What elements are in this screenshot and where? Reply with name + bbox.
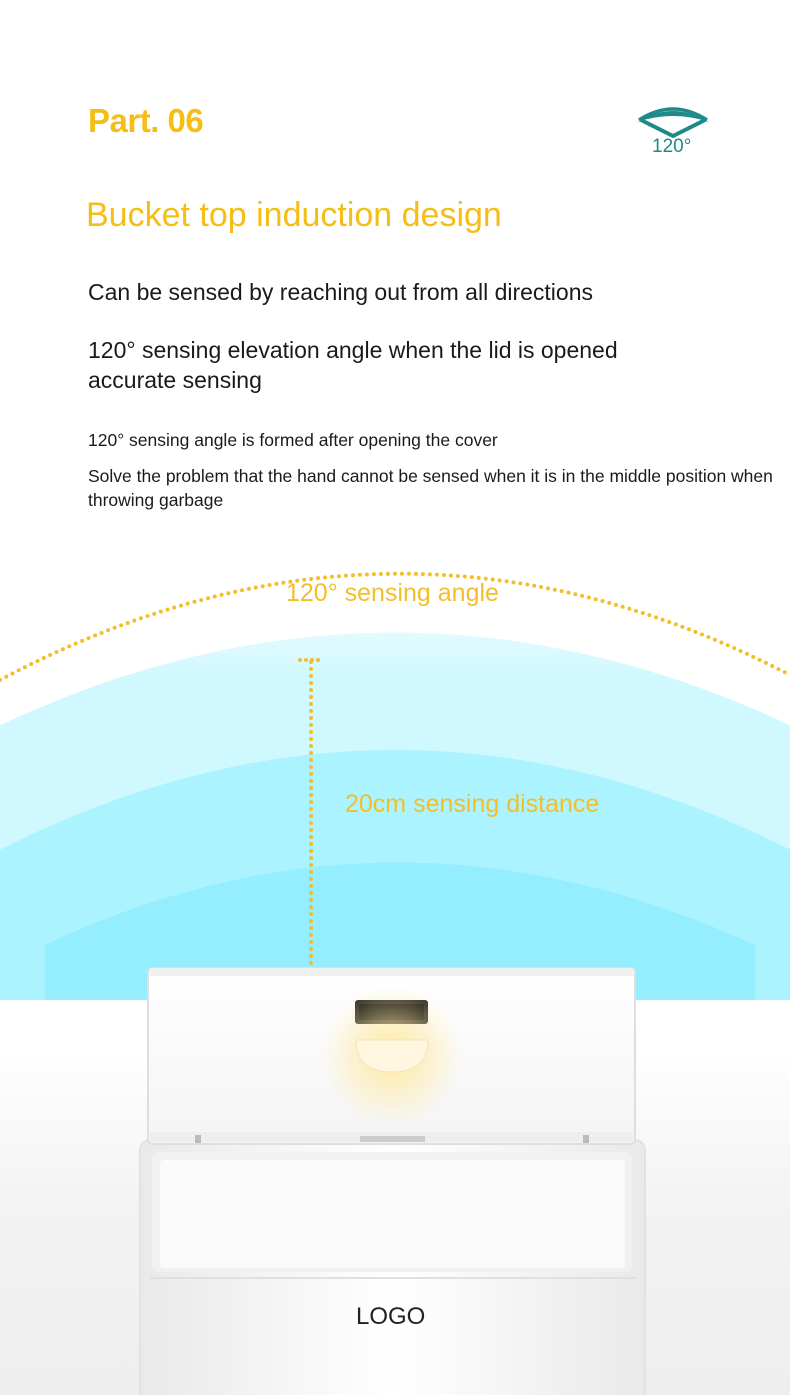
sensing-distance-label: 20cm sensing distance: [345, 790, 600, 818]
part-label: Part. 06: [88, 102, 204, 139]
section-heading: Bucket top induction design: [86, 196, 502, 234]
beam-ring-inner: [45, 862, 755, 1000]
sensor-light: [355, 1039, 429, 1073]
angle-icon-label: 120°: [652, 136, 692, 157]
feature-line-2a: 120° sensing elevation angle when the li…: [88, 337, 618, 363]
feature-line-2b: accurate sensing: [88, 367, 262, 393]
sensing-angle-arc: [0, 571, 790, 682]
sensing-diagram: [0, 560, 790, 1395]
sensing-angle-label: 120° sensing angle: [286, 579, 499, 607]
trash-bin: [139, 967, 646, 1395]
feature-detail-1: 120° sensing angle is formed after openi…: [88, 430, 498, 450]
product-logo-text: LOGO: [356, 1303, 426, 1330]
feature-line-1: Can be sensed by reaching out from all d…: [88, 279, 594, 305]
angle-120-icon: [637, 107, 709, 138]
feature-detail-2: Solve the problem that the hand cannot b…: [88, 466, 773, 510]
